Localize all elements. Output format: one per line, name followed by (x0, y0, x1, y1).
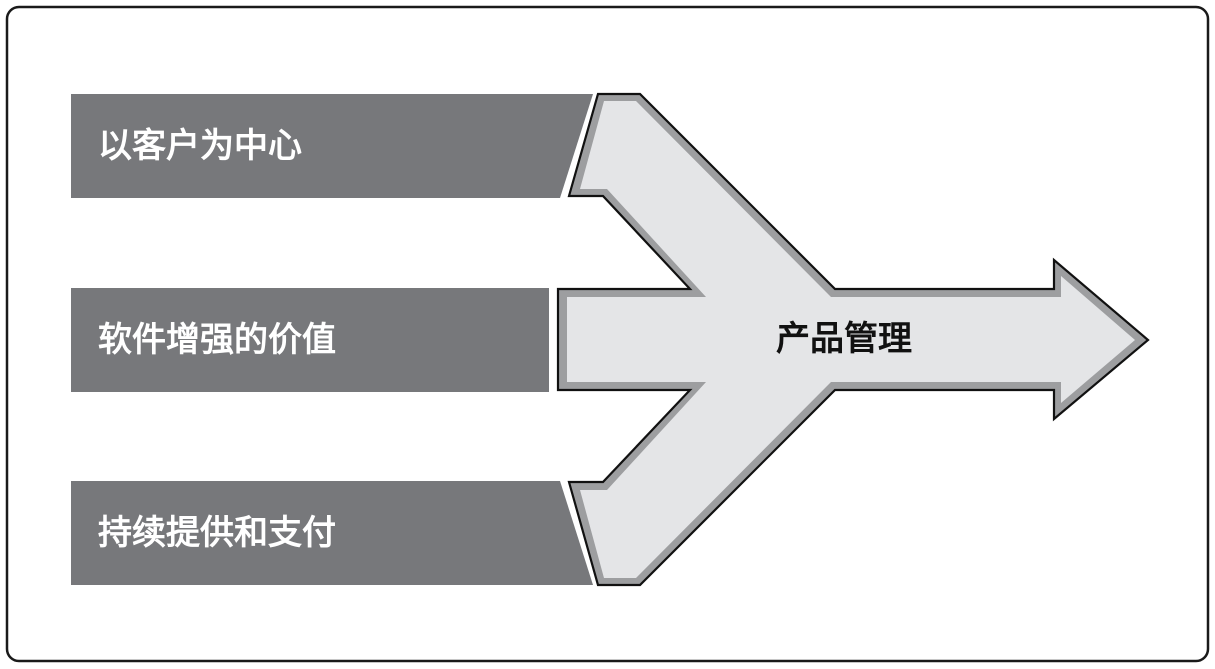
input-label-customer-centric: 以客户为中心 (98, 126, 302, 166)
input-bar-2 (71, 288, 549, 392)
input-bar-3 (71, 481, 593, 585)
input-bar-1 (71, 94, 593, 198)
merge-arrow-fill (567, 101, 1135, 578)
input-label-software-value: 软件增强的价值 (98, 320, 336, 360)
arrow-label-product-management: 产品管理 (776, 319, 912, 359)
input-label-continuous-delivery: 持续提供和支付 (98, 513, 336, 553)
